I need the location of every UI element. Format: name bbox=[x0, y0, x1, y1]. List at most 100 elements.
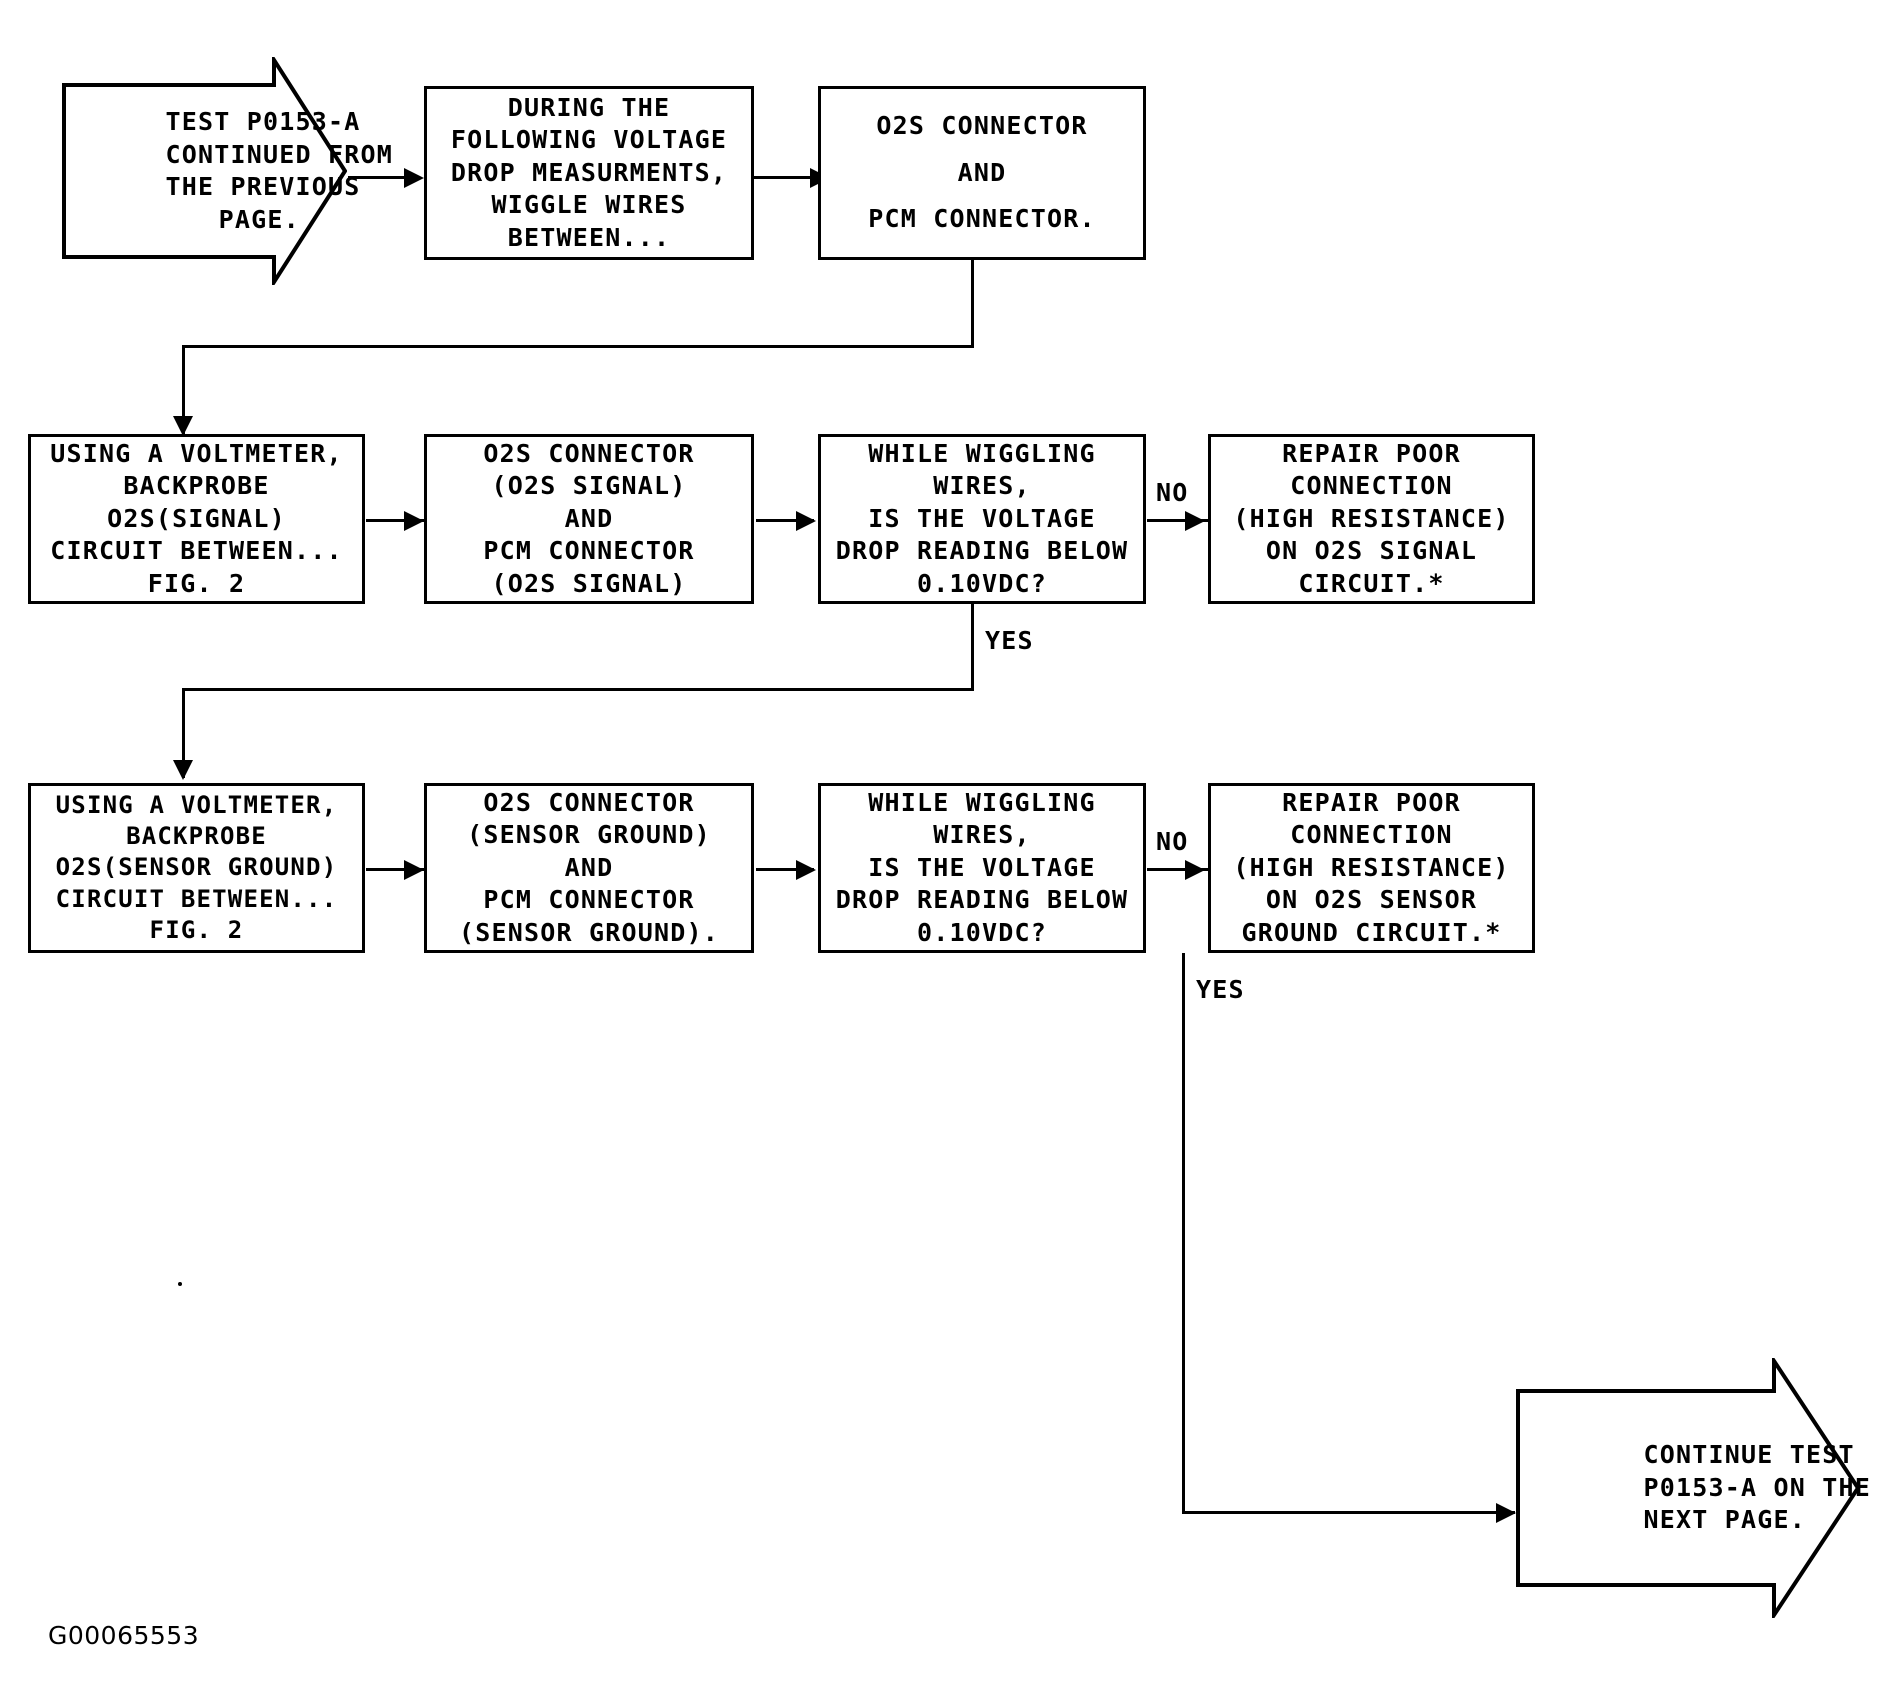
arrowhead-down bbox=[173, 416, 193, 436]
connector-backprobe-ground-to-connectors bbox=[366, 868, 424, 871]
line: CONTINUED FROM bbox=[165, 139, 394, 169]
document-id-label: G00065553 bbox=[48, 1621, 200, 1650]
line: IS THE VOLTAGE bbox=[868, 503, 1096, 533]
arrow-callout-shape bbox=[62, 57, 347, 285]
connector-connectors-ground-to-decision bbox=[756, 868, 814, 871]
line: AND bbox=[564, 852, 614, 882]
line: DROP READING BELOW bbox=[835, 885, 1129, 915]
line: FIG. 2 bbox=[147, 568, 246, 598]
line: DURING THE bbox=[507, 92, 671, 122]
line: REPAIR POOR bbox=[1282, 438, 1461, 468]
line: PAGE. bbox=[218, 204, 300, 234]
connector-during-to-connectors bbox=[754, 176, 816, 179]
node-start-callout: TEST P0153-A CONTINUED FROM THE PREVIOUS… bbox=[62, 57, 392, 285]
line: ON O2S SENSOR bbox=[1265, 885, 1478, 915]
line: AND bbox=[957, 157, 1007, 187]
line: CONNECTION bbox=[1290, 471, 1453, 501]
line: FIG. 2 bbox=[149, 915, 244, 944]
line: (HIGH RESISTANCE) bbox=[1233, 852, 1510, 882]
node-repair-ground: REPAIR POOR CONNECTION (HIGH RESISTANCE)… bbox=[1208, 783, 1535, 953]
edge-label-yes-signal: YES bbox=[985, 626, 1034, 655]
arrowhead-right bbox=[796, 860, 816, 880]
line: PCM CONNECTOR bbox=[483, 885, 695, 915]
line: WIRES, bbox=[933, 820, 1031, 850]
connector-backprobe-to-connectors-signal bbox=[366, 519, 424, 522]
line: O2S CONNECTOR bbox=[483, 787, 695, 817]
line: 0.10VDC? bbox=[916, 568, 1047, 598]
node-during-measurements: DURING THE FOLLOWING VOLTAGE DROP MEASUR… bbox=[424, 86, 754, 260]
node-continue-callout-text: CONTINUE TEST P0153-A ON THE NEXT PAGE. bbox=[1516, 1407, 1897, 1570]
line: (O2S SIGNAL) bbox=[491, 471, 687, 501]
line: ON O2S SIGNAL bbox=[1265, 536, 1478, 566]
line: O2S CONNECTOR bbox=[483, 438, 695, 468]
line: WIGGLE WIRES bbox=[491, 190, 687, 220]
line: 0.10VDC? bbox=[916, 917, 1047, 947]
arrowhead-right bbox=[404, 511, 424, 531]
line: WHILE WIGGLING bbox=[868, 787, 1096, 817]
line: FOLLOWING VOLTAGE bbox=[450, 125, 728, 155]
line: O2S(SIGNAL) bbox=[107, 503, 286, 533]
scan-speck bbox=[178, 1282, 182, 1286]
line: PCM CONNECTOR. bbox=[868, 204, 1096, 234]
line: DROP MEASURMENTS, bbox=[450, 157, 728, 187]
line: BACKPROBE bbox=[126, 822, 267, 851]
line: CONNECTION bbox=[1290, 820, 1453, 850]
connector-connectors-signal-to-decision bbox=[756, 519, 814, 522]
line: O2S(SENSOR GROUND) bbox=[55, 853, 338, 882]
line: (SENSOR GROUND). bbox=[458, 917, 720, 947]
line: IS THE VOLTAGE bbox=[868, 852, 1096, 882]
connector-route-left-1 bbox=[182, 345, 974, 348]
node-decision-signal: WHILE WIGGLING WIRES, IS THE VOLTAGE DRO… bbox=[818, 434, 1146, 604]
line: TEST P0153-A bbox=[165, 107, 361, 136]
connector-start-to-during bbox=[348, 176, 410, 179]
line: WIRES, bbox=[933, 471, 1031, 501]
arrowhead-right bbox=[1185, 860, 1205, 880]
connector-yes-signal-down-2 bbox=[182, 688, 185, 778]
line: USING A VOLTMETER, bbox=[50, 438, 343, 468]
node-repair-signal: REPAIR POOR CONNECTION (HIGH RESISTANCE)… bbox=[1208, 434, 1535, 604]
edge-label-yes-ground: YES bbox=[1196, 975, 1245, 1004]
line: CIRCUIT BETWEEN... bbox=[55, 884, 338, 913]
node-connectors-top: O2S CONNECTOR AND PCM CONNECTOR. bbox=[818, 86, 1146, 260]
arrowhead-right bbox=[1496, 1503, 1516, 1523]
line: DROP READING BELOW bbox=[835, 536, 1129, 566]
connector-yes-ground-right bbox=[1182, 1511, 1515, 1514]
node-continue-callout: CONTINUE TEST P0153-A ON THE NEXT PAGE. bbox=[1516, 1358, 1870, 1618]
connector-route-down-2 bbox=[182, 345, 185, 435]
node-connectors-signal: O2S CONNECTOR (O2S SIGNAL) AND PCM CONNE… bbox=[424, 434, 754, 604]
line: P0153-A ON THE bbox=[1643, 1472, 1872, 1502]
line: AND bbox=[564, 503, 614, 533]
line: USING A VOLTMETER, bbox=[55, 791, 338, 820]
connector-route-down-1 bbox=[971, 258, 974, 348]
node-decision-ground: WHILE WIGGLING WIRES, IS THE VOLTAGE DRO… bbox=[818, 783, 1146, 953]
connector-yes-signal-down-1 bbox=[971, 604, 974, 690]
connector-yes-signal-left bbox=[182, 688, 974, 691]
connector-yes-ground-down bbox=[1182, 953, 1185, 1513]
line: BACKPROBE bbox=[123, 471, 270, 501]
arrowhead-right bbox=[404, 168, 424, 188]
line: REPAIR POOR bbox=[1282, 787, 1461, 817]
edge-label-no-ground: NO bbox=[1156, 827, 1189, 856]
line: CIRCUIT.* bbox=[1298, 568, 1445, 598]
node-backprobe-signal: USING A VOLTMETER, BACKPROBE O2S(SIGNAL)… bbox=[28, 434, 365, 604]
arrowhead-right bbox=[1185, 511, 1205, 531]
line: WHILE WIGGLING bbox=[868, 438, 1096, 468]
line: (HIGH RESISTANCE) bbox=[1233, 503, 1510, 533]
line: THE PREVIOUS bbox=[165, 172, 361, 201]
arrowhead-right bbox=[404, 860, 424, 880]
line: (O2S SIGNAL) bbox=[491, 568, 687, 598]
arrow-callout-shape bbox=[1516, 1358, 1860, 1618]
edge-label-no-signal: NO bbox=[1156, 478, 1189, 507]
line: GROUND CIRCUIT.* bbox=[1241, 917, 1502, 947]
node-start-callout-text: TEST P0153-A CONTINUED FROM THE PREVIOUS… bbox=[62, 74, 419, 269]
connector-decision-signal-no bbox=[1147, 519, 1209, 522]
connector-decision-ground-no bbox=[1147, 868, 1209, 871]
node-backprobe-ground: USING A VOLTMETER, BACKPROBE O2S(SENSOR … bbox=[28, 783, 365, 953]
arrowhead-down bbox=[173, 760, 193, 780]
line: NEXT PAGE. bbox=[1643, 1505, 1807, 1535]
line: PCM CONNECTOR bbox=[483, 536, 695, 566]
arrowhead-right bbox=[796, 511, 816, 531]
line: (SENSOR GROUND) bbox=[467, 820, 711, 850]
line: CONTINUE TEST bbox=[1643, 1440, 1855, 1470]
